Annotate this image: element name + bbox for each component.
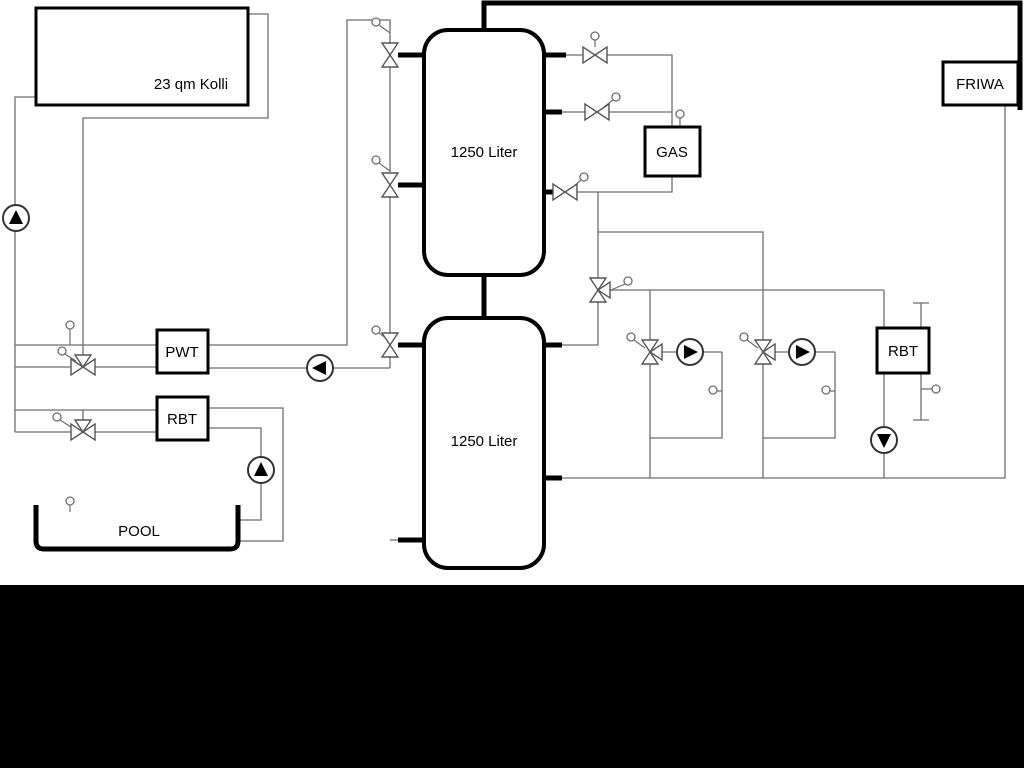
buffer-tank-upper: 1250 Liter xyxy=(422,28,546,277)
friwa-label: FRIWA xyxy=(956,76,1004,93)
gas-boiler-box: GAS xyxy=(643,125,702,178)
pool-basin: POOL xyxy=(33,505,241,552)
valve-tank-mid-icon xyxy=(380,172,400,198)
pump-charging-icon xyxy=(306,354,334,382)
pump-rbt-icon xyxy=(870,426,898,454)
pipe-network xyxy=(14,13,1006,542)
pool-label: POOL xyxy=(118,523,160,540)
valve-tank-top-icon xyxy=(380,42,400,68)
gas-boiler-label: GAS xyxy=(656,144,688,161)
valve-solar-rbt-3way-icon xyxy=(70,419,96,442)
valve-boiler-top-icon xyxy=(582,45,608,65)
buffer-tank-upper-label: 1250 Liter xyxy=(451,144,518,161)
buffer-tank-lower-label: 1250 Liter xyxy=(451,433,518,450)
friwa-box: FRIWA xyxy=(941,60,1020,107)
valve-header-3way-icon xyxy=(588,277,611,303)
valve-tank-lower-icon xyxy=(380,332,400,358)
pump-heating1-icon xyxy=(676,338,704,366)
rbt-pool-label: RBT xyxy=(167,411,197,428)
pump-heating2-icon xyxy=(788,338,816,366)
valve-heating1-3way-icon xyxy=(640,339,663,365)
pump-pool-icon xyxy=(247,456,275,484)
rbt-pool-exchanger-box: RBT xyxy=(155,395,210,442)
buffer-tank-lower: 1250 Liter xyxy=(422,316,546,570)
valve-solar-pwt-3way-icon xyxy=(70,354,96,377)
rbt-right-label: RBT xyxy=(888,343,918,360)
pwt-label: PWT xyxy=(165,344,198,361)
letterbox-bottom xyxy=(0,585,1024,768)
pwt-heat-exchanger-box: PWT xyxy=(155,328,210,375)
solar-collector-label: 23 qm Kolli xyxy=(154,76,228,93)
solar-collector-box: 23 qm Kolli xyxy=(34,6,250,107)
thick-pipes xyxy=(398,0,1023,543)
pump-solar-icon xyxy=(2,204,30,232)
rbt-right-exchanger-box: RBT xyxy=(875,326,931,375)
valve-boiler-mid-icon xyxy=(584,102,610,122)
valve-boiler-return-icon xyxy=(552,182,578,202)
valve-heating2-3way-icon xyxy=(753,339,776,365)
